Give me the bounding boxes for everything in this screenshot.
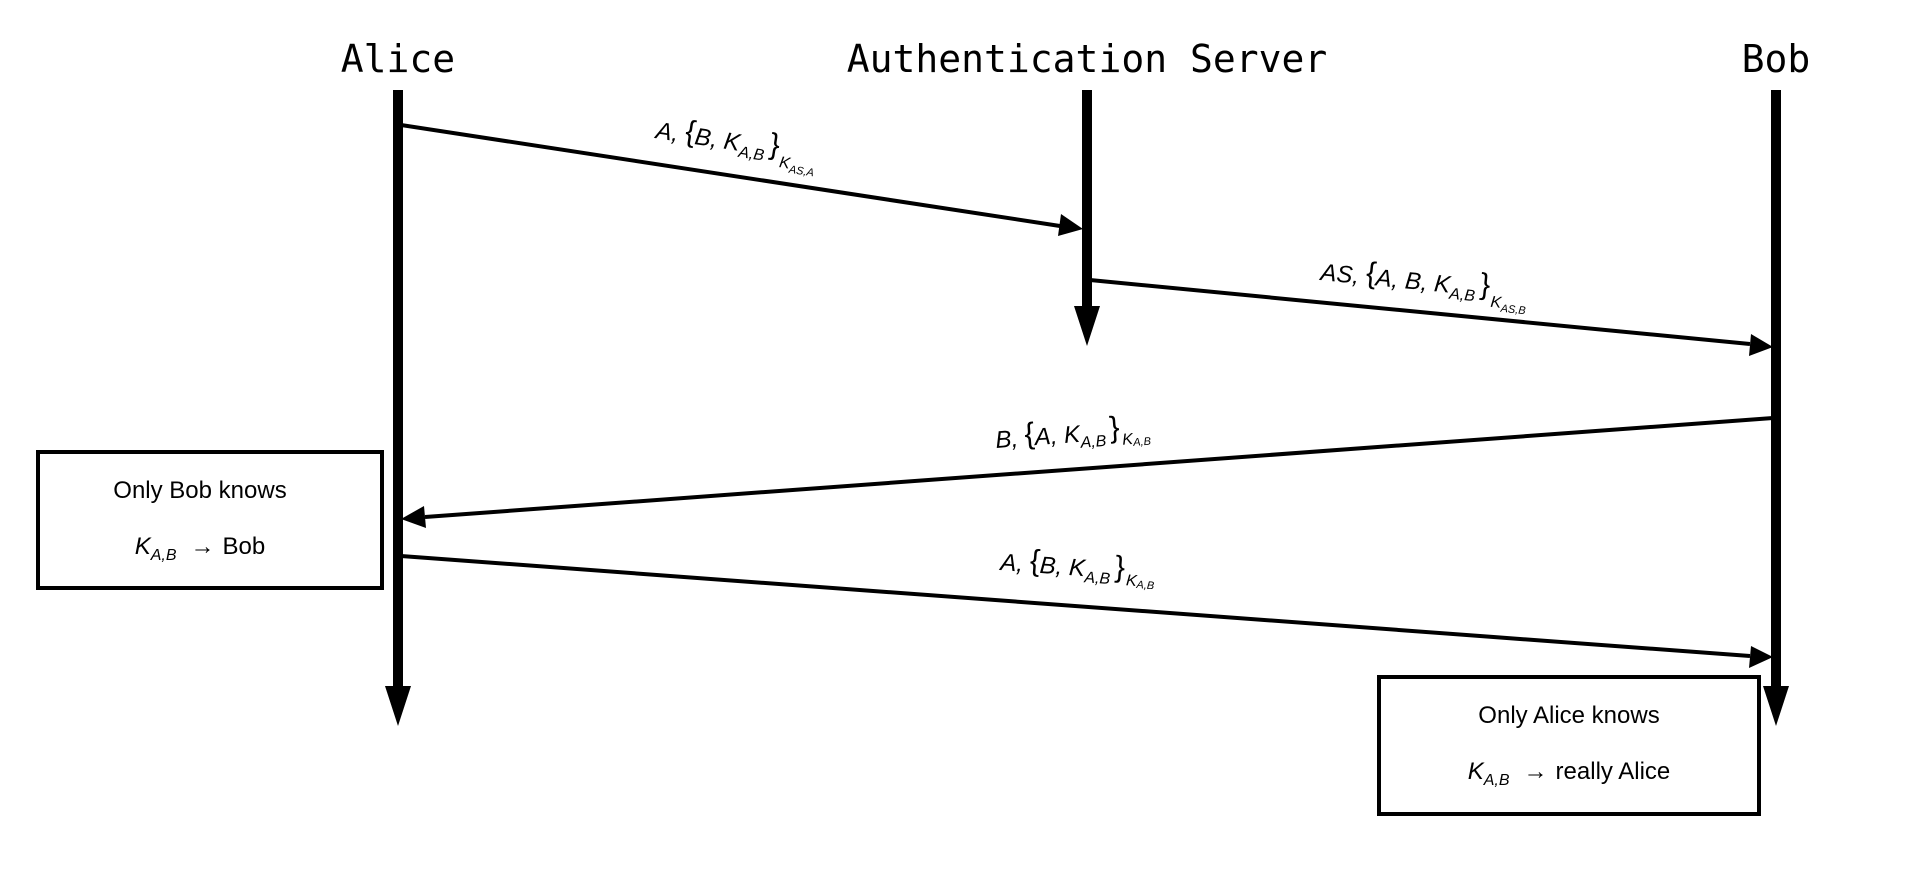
lifeline-bob <box>1763 90 1789 726</box>
message-4-arrow <box>400 554 1773 668</box>
note-alice-line2: KA,B→Bob <box>135 533 266 564</box>
message-4-label: A, {B, KA,B}KA,B <box>997 542 1156 592</box>
actor-authentication-server: Authentication Server <box>847 37 1327 81</box>
message-2-arrow <box>1089 278 1773 356</box>
lifeline-alice <box>385 90 411 726</box>
message-2-label: AS, {A, B, KA,B}KAS,B <box>1316 252 1529 317</box>
actor-bob: Bob <box>1742 37 1811 81</box>
note-alice-line1: Only Bob knows <box>113 477 286 504</box>
note-alice: Only Bob knows KA,B→Bob <box>36 450 384 590</box>
lifeline-authentication-server <box>1074 90 1100 346</box>
message-3-label: B, {A, KA,B}KA,B <box>994 409 1151 459</box>
message-1-label: A, {B, KA,B}KAS,A <box>650 110 819 179</box>
note-bob-line1: Only Alice knows <box>1478 702 1659 729</box>
message-3-arrow <box>401 416 1774 528</box>
note-bob: Only Alice knows KA,B→really Alice <box>1377 675 1761 816</box>
message-1-arrow <box>400 123 1083 236</box>
actor-alice: Alice <box>341 37 455 81</box>
note-bob-line2: KA,B→really Alice <box>1468 758 1671 789</box>
